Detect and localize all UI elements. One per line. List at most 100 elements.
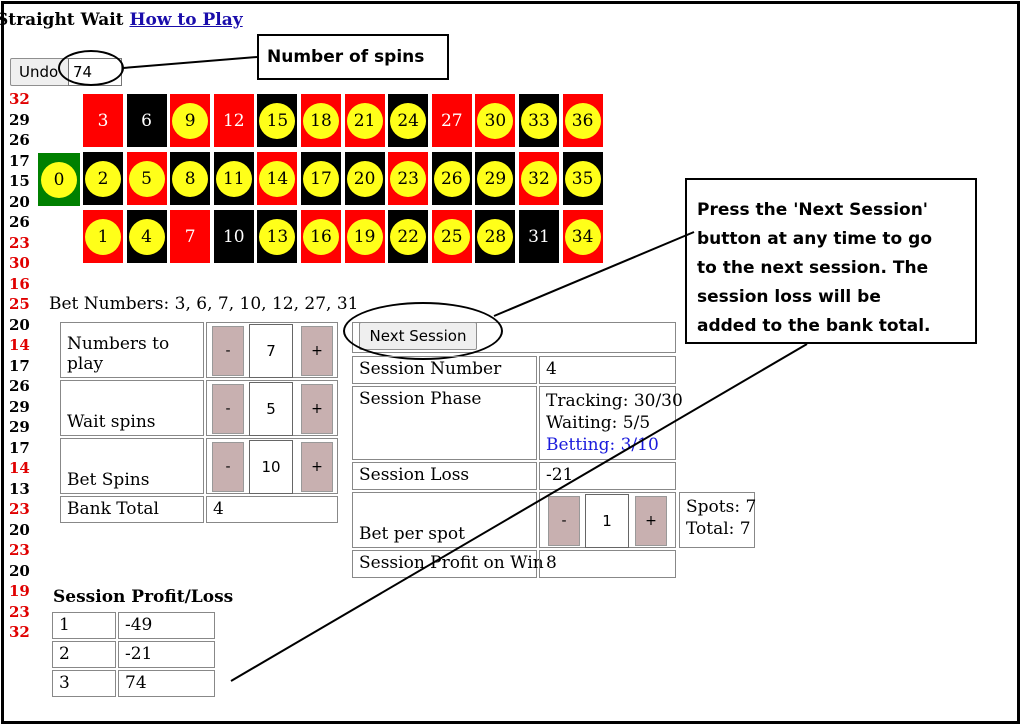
board-cell-marker: 19 [346,218,383,255]
bet-per-spot-label-cell: Bet per spot [352,492,537,548]
callout-spins-text: Number of spins [267,47,425,67]
board-cell-marker: 16 [303,218,339,255]
profit-on-win-value: 8 [539,550,676,578]
next-session-button[interactable]: Next Session [359,322,477,350]
wait-spins-plus-button[interactable]: + [301,384,333,434]
board-cell-zero[interactable]: 0 [37,152,81,207]
board-cell[interactable]: 20 [343,151,386,206]
board-cell-number: 19 [353,226,376,247]
callout-next-line: to the next session. The [697,258,929,278]
board-cell-marker: 20 [346,160,383,197]
board-cell-number: 36 [571,110,594,131]
board-cell-number: 13 [266,226,289,247]
board-cell-marker: 2 [85,160,121,197]
board-cell[interactable]: 28 [474,209,517,264]
board-cell-number: 30 [484,110,507,131]
board-cell[interactable]: 6 [125,93,168,148]
numbers-to-play-field[interactable]: 7 [249,324,293,378]
board-cell[interactable]: 24 [387,93,430,148]
board-cell[interactable]: 30 [474,93,517,148]
board-cell[interactable]: 25 [430,209,473,264]
board-cell[interactable]: 7 [169,209,212,264]
board-cell-number: 33 [528,110,550,131]
board-cell[interactable]: 27 [430,93,473,148]
bet-spins-field[interactable]: 10 [249,440,293,494]
phase-tracking: Tracking: 30/30 [546,391,683,411]
history-number: 20 [9,192,30,211]
numbers-to-play-minus-button[interactable]: - [212,326,244,376]
wait-spins-minus-button[interactable]: - [212,384,244,434]
bet-spins-minus-button[interactable]: - [212,442,244,492]
board-cell[interactable]: 4 [125,209,168,264]
board-cell[interactable]: 15 [256,93,299,148]
session-number-label: Session Number [352,356,537,384]
board-cell-marker: 33 [521,102,557,139]
board-cell[interactable]: 22 [387,209,430,264]
bet-per-spot-field[interactable]: 1 [585,494,629,548]
history-number: 17 [9,356,30,375]
board-cell-number: 11 [222,168,245,189]
board-cell[interactable]: 23 [387,151,430,206]
board-cell[interactable]: 2 [82,151,124,206]
board-cell[interactable]: 10 [212,209,255,264]
bet-spins-plus-button[interactable]: + [301,442,333,492]
how-to-play-link[interactable]: How to Play [129,10,243,30]
callout-next-line: session loss will be [697,287,881,307]
bet-total: Total: 7 [686,519,751,539]
numbers-to-play-plus-button[interactable]: + [301,326,333,376]
board-cell[interactable]: 5 [125,151,168,206]
board-cell[interactable]: 18 [300,93,342,148]
board-cell[interactable]: 33 [518,93,560,148]
board-cell[interactable]: 14 [256,151,299,206]
board-cell-marker: 4 [128,218,165,255]
board-cell[interactable]: 26 [430,151,473,206]
board-cell[interactable]: 13 [256,209,299,264]
history-number: 23 [9,500,30,518]
profit-loss-value: -21 [118,641,215,668]
session-number-value: 4 [539,356,676,384]
board-cell[interactable]: 34 [561,209,604,264]
board-cell[interactable]: 1 [82,209,124,264]
spots-count: Spots: 7 [686,497,757,517]
board-cell[interactable]: 21 [343,93,386,148]
spots-total-cell: Spots: 7 Total: 7 [679,492,757,548]
board-cell-marker: 30 [477,102,514,139]
board-cell-number: 31 [528,226,550,247]
wait-spins-field[interactable]: 5 [249,382,293,436]
bet-per-spot-plus-button[interactable]: + [635,496,667,546]
board-cell[interactable]: 11 [212,151,255,206]
board-cell[interactable]: 35 [561,151,604,206]
spins-count-field[interactable] [68,58,122,86]
board-cell[interactable]: 29 [474,151,517,206]
board-cell-marker: 14 [259,160,296,197]
board-cell[interactable]: 3 [82,93,124,148]
board-cell-number: 28 [484,226,507,247]
board-cell-number: 0 [53,169,65,190]
board-cell[interactable]: 16 [300,209,342,264]
board-cell[interactable]: 19 [343,209,386,264]
board-cell[interactable]: 32 [518,151,560,206]
title-text: Straight Wait [0,10,124,30]
undo-button[interactable]: Undo [10,58,70,86]
board-cell[interactable]: 36 [561,93,604,148]
board-cell[interactable]: 12 [212,93,255,148]
bet-per-spot-stepper: - 1 + [539,492,676,548]
board-cell-marker: 26 [433,160,470,197]
board-cell-number: 12 [222,110,245,131]
board-cell-marker: 1 [85,218,121,255]
history-number: 19 [9,582,30,600]
board-cell[interactable]: 17 [300,151,342,206]
history-number: 14 [9,459,30,477]
board-cell[interactable]: 31 [518,209,560,264]
board-cell[interactable]: 9 [169,93,212,148]
phase-betting: Betting: 3/10 [546,435,659,455]
board-cell-marker: 5 [128,160,165,197]
board-cell-number: 7 [184,226,196,247]
board-cell-number: 2 [97,168,109,189]
bet-per-spot-minus-button[interactable]: - [548,496,580,546]
board-cell-marker: 28 [477,218,514,255]
profit-loss-session: 2 [52,641,116,668]
board-cell-marker: 8 [172,160,209,197]
board-cell[interactable]: 8 [169,151,212,206]
session-loss-label: Session Loss [352,462,537,490]
